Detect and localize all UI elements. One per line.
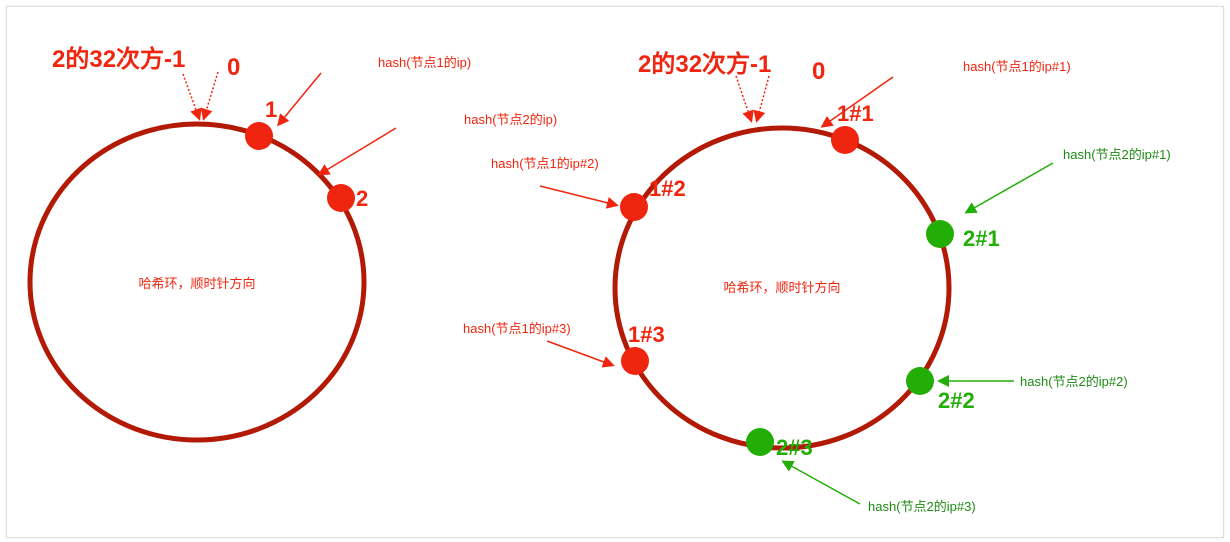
node-label: 2#1 [963, 226, 1000, 251]
node-label: 1#2 [649, 176, 686, 201]
pointer-arrow [539, 185, 619, 209]
node-label: 1#3 [628, 322, 665, 347]
hash-label: hash(节点2的ip#3) [868, 499, 976, 514]
node-1-3-point [621, 347, 649, 375]
zero-label: 0 [812, 58, 825, 85]
node-label: 1 [265, 97, 277, 122]
max-value-label: 2的32次方-1 [52, 45, 185, 73]
dotted-arrow [735, 75, 754, 123]
node-1-point [245, 122, 273, 150]
right-hash-ring: 2的32次方-1 0 哈希环，顺时针方向 1#1 hash(节点1的ip#1) … [463, 50, 1171, 514]
hash-label: hash(节点2的ip#1) [1063, 147, 1171, 162]
ring-center-text: 哈希环，顺时针方向 [138, 276, 255, 291]
node-1-2-point [620, 193, 648, 221]
dotted-arrow [182, 73, 202, 121]
hash-label: hash(节点1的ip#1) [963, 59, 1071, 74]
pointer-arrow [277, 72, 322, 127]
left-hash-ring: 2的32次方-1 0 哈希环，顺时针方向 1 hash(节点1的ip) 2 ha… [27, 45, 557, 443]
pointer-arrow [546, 340, 615, 368]
hash-label: hash(节点1的ip) [378, 55, 471, 70]
pointer-arrow [964, 162, 1054, 214]
hash-label: hash(节点2的ip#2) [1020, 374, 1128, 389]
pointer-arrow [317, 127, 397, 176]
node-2-1-point [926, 220, 954, 248]
ring-circle [27, 121, 367, 443]
zero-label: 0 [227, 54, 240, 81]
node-2-3-point [746, 428, 774, 456]
max-value-label: 2的32次方-1 [638, 50, 771, 78]
node-1-1-point [831, 126, 859, 154]
ring-circle [612, 125, 952, 451]
node-label: 1#1 [837, 101, 874, 126]
hash-label: hash(节点2的ip) [464, 112, 557, 127]
pointer-arrow [820, 76, 894, 128]
hash-label: hash(节点1的ip#3) [463, 321, 571, 336]
node-label: 2#3 [776, 435, 813, 460]
node-label: 2 [356, 186, 368, 211]
node-label: 2#2 [938, 388, 975, 413]
node-2-2-point [906, 367, 934, 395]
ring-center-text: 哈希环，顺时针方向 [723, 280, 840, 295]
dotted-arrow [200, 71, 219, 121]
pointer-arrow [781, 460, 861, 505]
node-2-point [327, 184, 355, 212]
hash-label: hash(节点1的ip#2) [491, 156, 599, 171]
dotted-arrow [753, 75, 770, 123]
